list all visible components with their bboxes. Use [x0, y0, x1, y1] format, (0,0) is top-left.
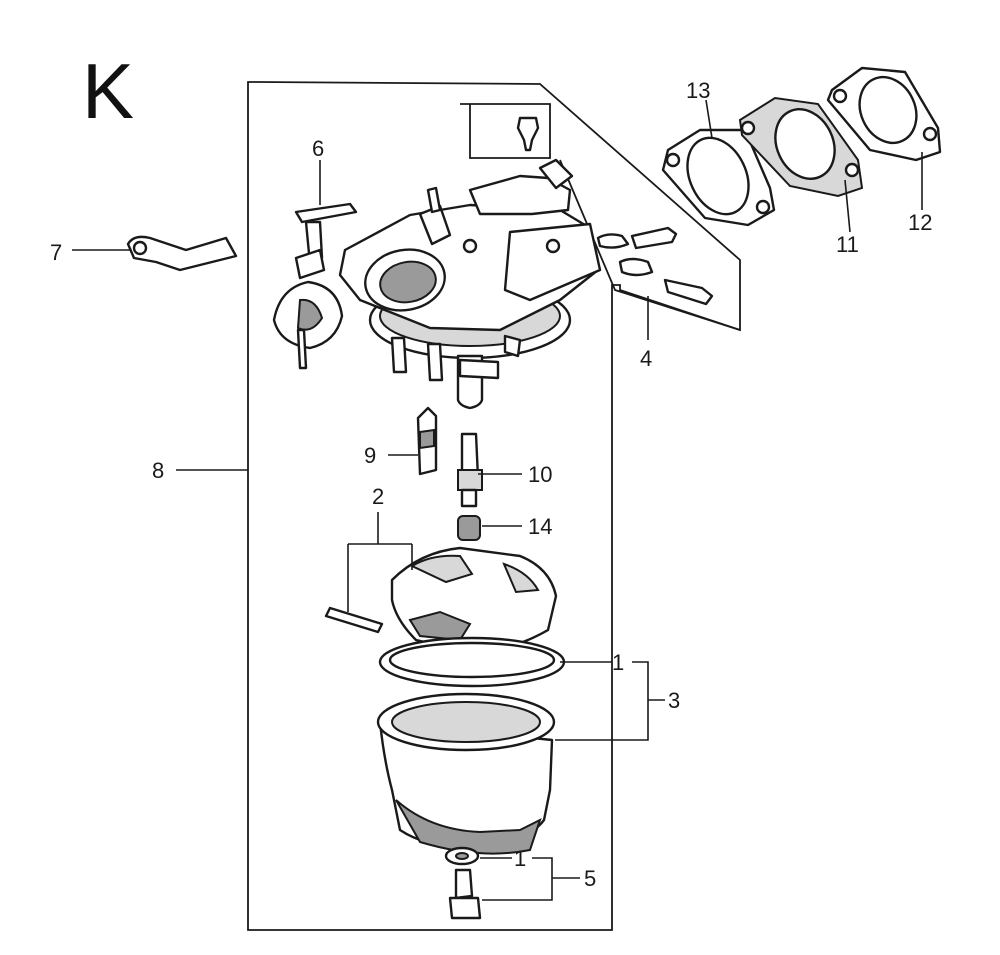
- assembly-frame: [247, 81, 741, 931]
- callout-1-washer: 1: [514, 846, 526, 871]
- callout-5: 5: [584, 866, 596, 891]
- callout-labels: 13 11 12 6 7 4 8 9 10 14 2 1 3 1 5: [50, 78, 932, 891]
- callout-13: 13: [686, 78, 710, 103]
- callout-10: 10: [528, 462, 552, 487]
- callout-11: 11: [836, 232, 859, 257]
- screw-set-frame: [460, 103, 551, 159]
- screw-set-frame-side: [559, 159, 741, 331]
- gasket-12: [826, 66, 942, 162]
- bowl-gasket-1: [378, 636, 566, 688]
- callout-7: 7: [50, 240, 62, 265]
- choke-lever-7: [126, 235, 238, 272]
- callout-12: 12: [908, 210, 932, 235]
- float-bowl-3: [376, 692, 556, 855]
- drain-bolt-5: [444, 846, 482, 920]
- main-jet-9: [416, 406, 438, 476]
- callout-1-gasket: 1: [612, 650, 624, 675]
- leader-lines: [72, 99, 923, 901]
- choke-valve-6: [272, 202, 358, 370]
- callout-4: 4: [640, 346, 652, 371]
- insulator-11: [738, 96, 864, 198]
- callout-8: 8: [152, 458, 164, 483]
- callout-14: 14: [528, 514, 552, 539]
- callout-2: 2: [372, 484, 384, 509]
- callout-9: 9: [364, 443, 376, 468]
- spring-14: [457, 515, 481, 541]
- nozzle-10: [457, 432, 483, 508]
- callout-6: 6: [312, 136, 324, 161]
- sheet-letter: K: [82, 47, 134, 135]
- gasket-13: [661, 128, 776, 227]
- callout-3: 3: [668, 688, 680, 713]
- carburetor-body: [338, 158, 602, 410]
- pilot-screw-set: [516, 116, 714, 306]
- float-2: [324, 546, 558, 654]
